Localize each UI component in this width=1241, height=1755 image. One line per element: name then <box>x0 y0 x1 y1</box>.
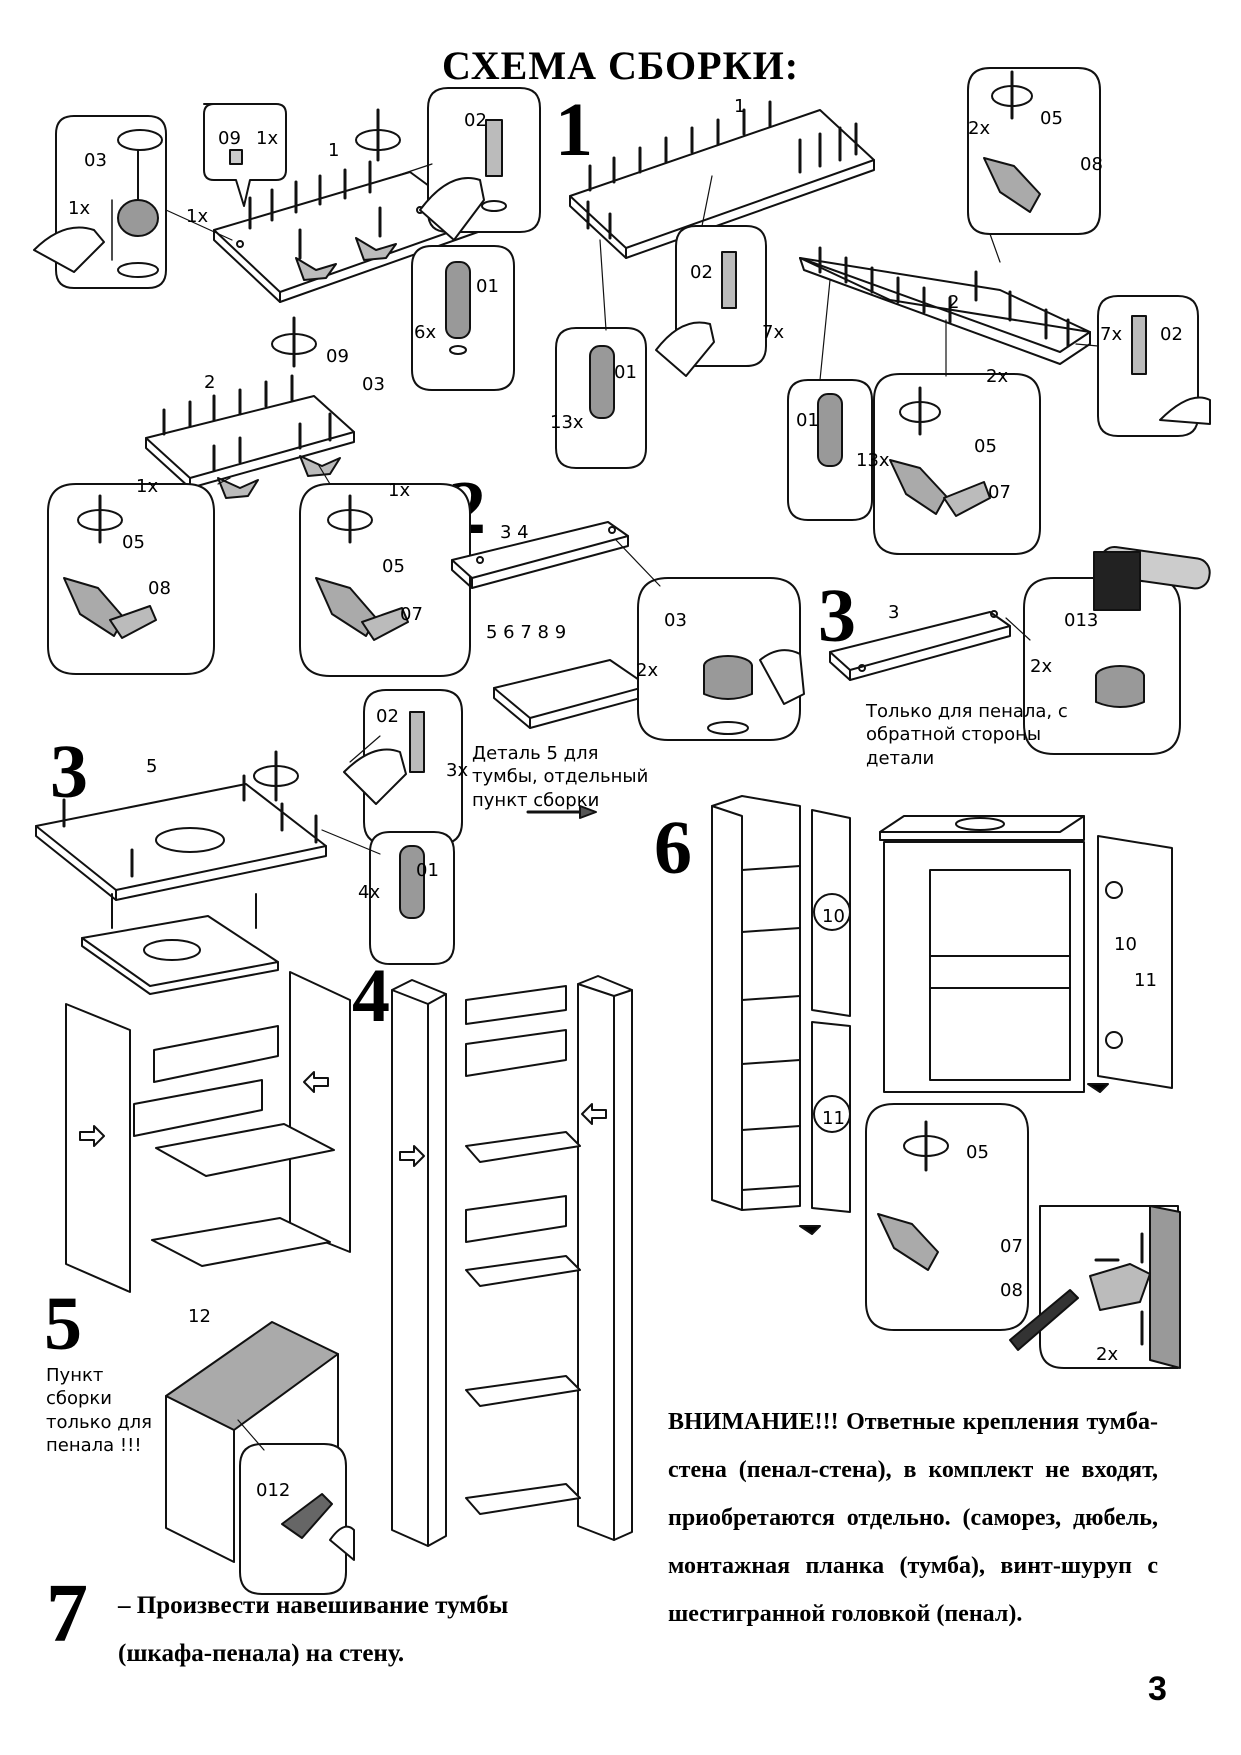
part-label-34: 3 4 <box>500 522 529 543</box>
part-label-02d: 02 <box>376 706 399 727</box>
step6-pencil-doors-illustration <box>711 795 851 1235</box>
note-detail-5: Деталь 5 для тумбы, отдельный пункт сбор… <box>472 743 649 811</box>
part-label-05c: 05 <box>122 532 145 553</box>
callout-013-bubble <box>1023 577 1181 755</box>
callout-05-07-08-bubble <box>865 1103 1029 1331</box>
callout-09-bubble <box>203 103 287 207</box>
part-label-2b: 2 <box>204 372 216 393</box>
callout-02c-bubble <box>1097 295 1199 437</box>
qty-label-1x-c: 1x <box>136 476 159 497</box>
qty-label-3x: 3x <box>446 760 469 781</box>
qty-label-4x: 4x <box>358 882 381 903</box>
part-label-02b: 02 <box>690 262 713 283</box>
qty-label-2x-d: 2x <box>1030 656 1053 677</box>
part-label-09b: 09 <box>326 346 349 367</box>
part-label-08: 08 <box>1080 154 1103 175</box>
part-label-05d: 05 <box>382 556 405 577</box>
part-label-01d: 01 <box>416 860 439 881</box>
part-label-10a: 10 <box>822 906 845 927</box>
step-1-number: 1 <box>555 88 593 172</box>
qty-label-7x: 7x <box>762 322 785 343</box>
page-number: 3 <box>1148 1670 1167 1708</box>
qty-label-1x-a: 1x <box>68 198 91 219</box>
part-label-02c: 02 <box>1160 324 1183 345</box>
step-4-number: 4 <box>352 954 390 1038</box>
note-step5: Пункт сборки только для пенала !!! <box>46 1365 152 1457</box>
part-label-05b: 05 <box>974 436 997 457</box>
step1-board-2b-illustration <box>145 374 355 499</box>
step3-pencil-shelf-illustration <box>829 610 1011 681</box>
part-label-1: 1 <box>328 140 340 161</box>
qty-label-13x-b: 13x <box>856 450 890 471</box>
qty-label-1x-b: 1x <box>186 206 209 227</box>
callout-05-08-bubble <box>967 67 1101 235</box>
part-label-05e: 05 <box>966 1142 989 1163</box>
qty-label-1x-d: 1x <box>388 480 411 501</box>
callout-05-08b-bubble <box>47 483 215 675</box>
part-label-10b: 10 <box>1114 934 1137 955</box>
part-label-01c: 01 <box>796 410 819 431</box>
step-6-number: 6 <box>654 806 692 890</box>
part-label-12: 12 <box>188 1306 211 1327</box>
qty-label-2x-e: 2x <box>1096 1344 1119 1365</box>
part-label-08b: 08 <box>148 578 171 599</box>
part-label-03c: 03 <box>664 610 687 631</box>
qty-label-13x: 13x <box>550 412 584 433</box>
part-label-07: 07 <box>988 482 1011 503</box>
step1-board-1-illustration <box>213 160 479 303</box>
step1-board-1b-illustration <box>569 100 875 259</box>
warning-paragraph: ВНИМАНИЕ!!! Ответные крепления тумба-сте… <box>668 1409 1158 1627</box>
step4-cabinet-illustration <box>65 915 351 1293</box>
note-penal-only: Только для пенала, с обратной стороны де… <box>866 701 1068 769</box>
part-label-2: 2 <box>948 292 960 313</box>
qty-label-2x-b: 2x <box>986 366 1009 387</box>
callout-05-07b-bubble <box>299 483 471 677</box>
part-label-01b: 01 <box>614 362 637 383</box>
part-label-09: 09 <box>218 128 241 149</box>
page-title: СХЕМА СБОРКИ: <box>441 43 800 88</box>
step1-board-2-illustration <box>799 246 1091 365</box>
part-label-56789: 5 6 7 8 9 <box>486 622 567 643</box>
step-7-number: 7 <box>46 1567 88 1660</box>
step6-cabinet-door-illustration <box>879 815 1173 1093</box>
part-label-05: 05 <box>1040 108 1063 129</box>
part-label-013: 013 <box>1064 610 1099 631</box>
qty-label-7x-b: 7x <box>1100 324 1123 345</box>
part-label-012: 012 <box>256 1480 291 1501</box>
step2-shelves-illustration <box>451 521 649 729</box>
part-label-03: 03 <box>84 150 107 171</box>
part-label-08c: 08 <box>1000 1280 1023 1301</box>
part-label-11b: 11 <box>1134 970 1157 991</box>
step-5-number: 5 <box>44 1282 82 1366</box>
step3-cabinet-top-illustration <box>35 774 327 901</box>
step4-pencil-illustration <box>391 975 633 1547</box>
step-3-number-pencil: 3 <box>818 574 856 658</box>
step-3-number-cabinet: 3 <box>50 730 88 814</box>
part-label-07b: 07 <box>400 604 423 625</box>
callout-05-07-bubble <box>873 373 1041 555</box>
qty-label-2x-c: 2x <box>636 660 659 681</box>
part-label-3: 3 <box>888 602 900 623</box>
qty-label-6x: 6x <box>414 322 437 343</box>
qty-label-2x: 2x <box>968 118 991 139</box>
part-label-11a: 11 <box>822 1108 845 1129</box>
part-label-02: 02 <box>464 110 487 131</box>
part-label-07c: 07 <box>1000 1236 1023 1257</box>
part-label-03b: 03 <box>362 374 385 395</box>
qty-label-09: 1x <box>256 128 279 149</box>
step-7-instruction: – Произвести навешивание тумбы (шкафа-пе… <box>118 1592 509 1667</box>
part-label-01: 01 <box>476 276 499 297</box>
part-label-5: 5 <box>146 756 158 777</box>
part-label-1b: 1 <box>734 96 746 117</box>
